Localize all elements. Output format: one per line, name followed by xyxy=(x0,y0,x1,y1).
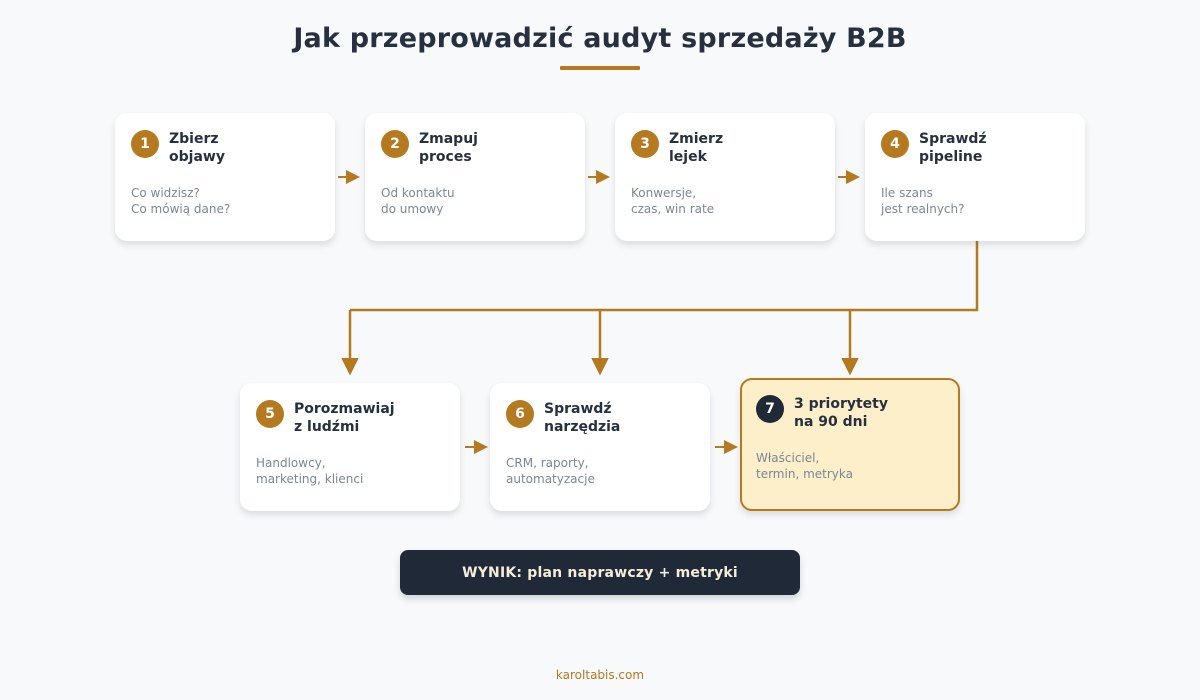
step-title: Porozmawiaj z ludźmi xyxy=(294,401,395,435)
step-card-3[interactable]: 3 Zmierz lejek Konwersje, czas, win rate xyxy=(615,113,835,241)
connector-bus-step4-to-row2 xyxy=(350,241,979,312)
step-title: Zmapuj proces xyxy=(419,131,478,165)
step-card-header: 3 Zmierz lejek xyxy=(631,129,819,166)
step-description: Co widzisz? Co mówią dane? xyxy=(131,186,231,216)
title-underline-accent xyxy=(560,66,640,70)
step-title: Sprawdź narzędzia xyxy=(544,401,621,435)
step-description: Handlowcy, marketing, klienci xyxy=(256,456,364,486)
step-number-badge: 6 xyxy=(506,400,534,428)
step-number-badge: 4 xyxy=(881,130,909,158)
step-title: Sprawdź pipeline xyxy=(919,131,987,165)
step-card-6[interactable]: 6 Sprawdź narzędzia CRM, raporty, automa… xyxy=(490,383,710,511)
step-card-2[interactable]: 2 Zmapuj proces Od kontaktu do umowy xyxy=(365,113,585,241)
step-number-badge: 3 xyxy=(631,130,659,158)
step-card-7[interactable]: 7 3 priorytety na 90 dni Właściciel, ter… xyxy=(740,378,960,511)
step-number-badge: 7 xyxy=(756,395,784,423)
step-title: Zbierz objawy xyxy=(169,131,225,165)
step-description: Ile szans jest realnych? xyxy=(881,186,965,216)
step-title: 3 priorytety na 90 dni xyxy=(794,396,888,430)
step-card-header: 2 Zmapuj proces xyxy=(381,129,569,166)
step-number-badge: 2 xyxy=(381,130,409,158)
step-card-header: 6 Sprawdź narzędzia xyxy=(506,399,694,436)
step-description: Właściciel, termin, metryka xyxy=(756,451,853,481)
step-number-badge: 5 xyxy=(256,400,284,428)
step-card-header: 1 Zbierz objawy xyxy=(131,129,319,166)
step-card-header: 4 Sprawdź pipeline xyxy=(881,129,1069,166)
step-number-badge: 1 xyxy=(131,130,159,158)
step-description: Od kontaktu do umowy xyxy=(381,186,455,216)
result-banner-label: WYNIK: plan naprawczy + metryki xyxy=(462,564,738,581)
step-title: Zmierz lejek xyxy=(669,131,724,165)
step-card-4[interactable]: 4 Sprawdź pipeline Ile szans jest realny… xyxy=(865,113,1085,241)
step-card-1[interactable]: 1 Zbierz objawy Co widzisz? Co mówią dan… xyxy=(115,113,335,241)
step-card-header: 5 Porozmawiaj z ludźmi xyxy=(256,399,444,436)
step-card-header: 7 3 priorytety na 90 dni xyxy=(756,394,944,431)
footer-attribution: karoltabis.com xyxy=(555,668,645,682)
step-description: Konwersje, czas, win rate xyxy=(631,186,715,216)
step-description: CRM, raporty, automatyzacje xyxy=(506,456,595,486)
page-title: Jak przeprowadzić audyt sprzedaży B2B xyxy=(293,23,907,54)
step-card-5[interactable]: 5 Porozmawiaj z ludźmi Handlowcy, market… xyxy=(240,383,460,511)
result-banner[interactable]: WYNIK: plan naprawczy + metryki xyxy=(400,550,800,595)
title-block: Jak przeprowadzić audyt sprzedaży B2B xyxy=(0,22,1200,70)
